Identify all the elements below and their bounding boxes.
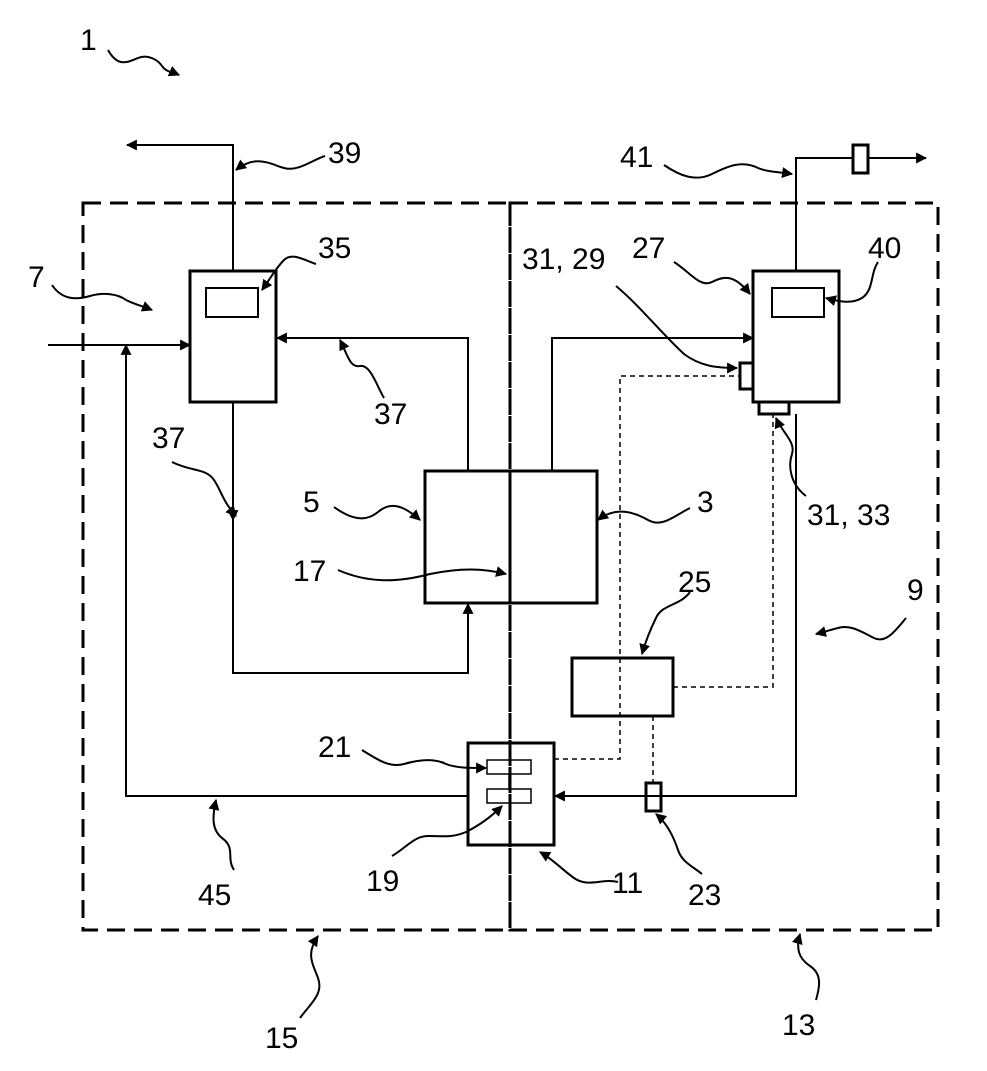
- label-module-b: 9: [907, 574, 924, 607]
- label-sensor: 23: [688, 879, 721, 912]
- stack-to-right-unit: [552, 338, 753, 471]
- leader-exhaust-right: [664, 164, 792, 177]
- leader-exhaust-left: [236, 156, 325, 170]
- label-controller-b: 19: [366, 865, 399, 898]
- leader-system: [108, 50, 179, 75]
- label-stack: 3: [697, 486, 714, 519]
- label-left-display: 35: [318, 232, 351, 265]
- left-unit-box: [190, 271, 276, 402]
- left-unit-display: [206, 288, 258, 317]
- label-stack-side: 5: [303, 486, 320, 519]
- zone-right-boundary: [510, 203, 938, 930]
- label-exhaust-left: 39: [328, 137, 361, 170]
- label-inlet: 7: [28, 261, 45, 294]
- label-exhaust-right: 41: [620, 141, 653, 174]
- label-flow-lower: 37: [152, 422, 185, 455]
- exhaust-right-line-a: [796, 158, 853, 271]
- left-unit-to-stack: [233, 402, 468, 673]
- exhaust-valve: [853, 145, 868, 173]
- label-return: 45: [198, 879, 231, 912]
- leader-sensor: [656, 814, 702, 874]
- leader-flow-lower: [172, 462, 236, 516]
- label-system: 1: [80, 24, 97, 57]
- right-unit-sensor-side: [740, 363, 753, 389]
- leader-stack: [598, 508, 690, 523]
- leader-flow-upper: [340, 340, 384, 398]
- leader-zone-left: [300, 936, 319, 1018]
- stack-to-left-unit: [277, 338, 468, 471]
- leader-module-b: [816, 618, 906, 639]
- leader-right-unit: [674, 262, 750, 294]
- label-membrane: 17: [293, 555, 326, 588]
- processor-box: [572, 658, 673, 716]
- leader-controller: [540, 852, 618, 883]
- leader-controller-b: [392, 806, 502, 856]
- leader-zone-right: [798, 934, 819, 1000]
- right-unit-box: [753, 271, 839, 402]
- signal-controller-to-sensor: [554, 376, 740, 759]
- exhaust-left-line: [127, 145, 233, 271]
- label-flow-upper: 37: [374, 398, 407, 431]
- signal-processor-to-unit: [673, 414, 773, 687]
- label-sensor-b: 31, 33: [807, 499, 890, 532]
- leader-stack-side: [334, 506, 420, 520]
- label-zone-right: 13: [782, 1009, 815, 1042]
- leader-processor: [642, 592, 690, 654]
- label-sensor-a: 31, 29: [522, 243, 605, 276]
- label-processor: 25: [678, 566, 711, 599]
- leader-inlet: [52, 285, 152, 310]
- right-unit-sensor-bottom: [759, 402, 789, 414]
- leader-sensor-a: [616, 286, 737, 368]
- right-unit-display: [772, 288, 824, 317]
- leader-return: [214, 800, 234, 870]
- leader-right-display: [826, 262, 878, 302]
- leader-left-display: [262, 257, 316, 290]
- leader-sensor-b: [776, 418, 806, 496]
- label-controller-a: 21: [318, 731, 351, 764]
- label-zone-left: 15: [265, 1022, 298, 1055]
- label-controller: 11: [612, 867, 643, 900]
- leader-membrane: [338, 570, 506, 581]
- label-right-display: 40: [868, 232, 901, 265]
- label-right-unit: 27: [632, 232, 665, 265]
